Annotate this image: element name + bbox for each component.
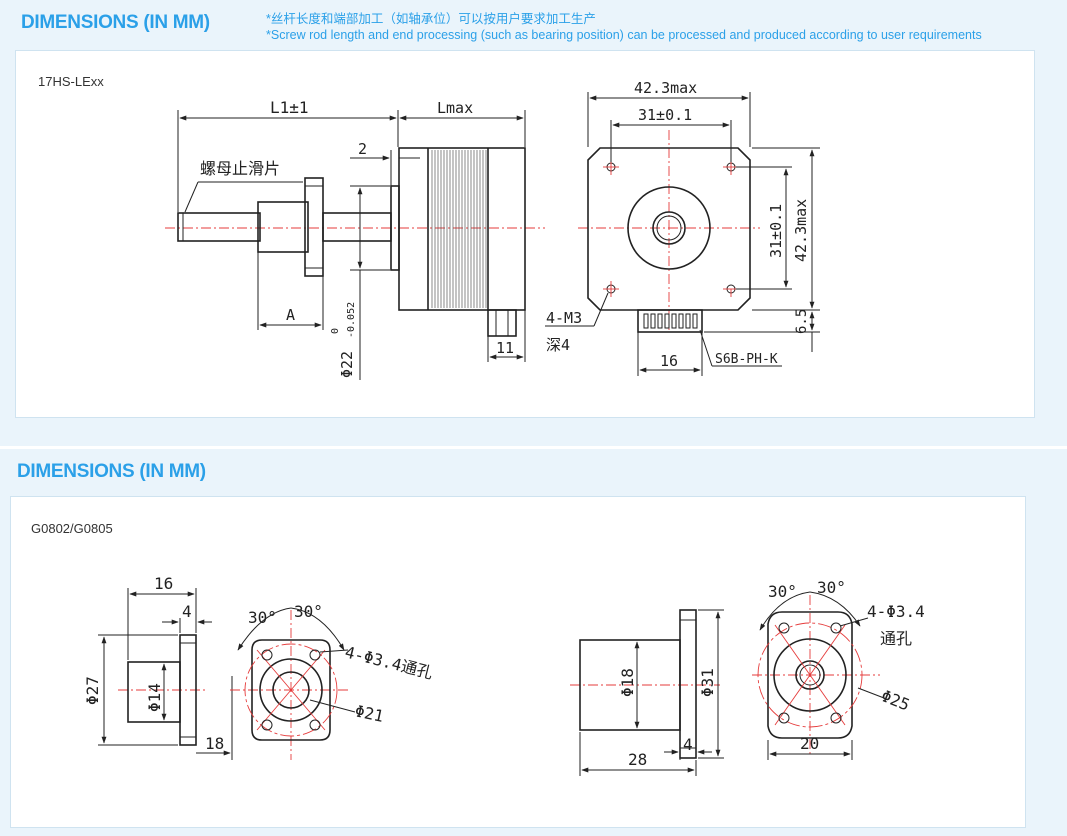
motor-front-view: 42.3max 31±0.1 31±0.1 42.3max 6.5 4-M3 深… xyxy=(545,79,820,376)
section-heading: DIMENSIONS (IN MM) xyxy=(21,12,210,33)
dim-hole-width: 31±0.1 xyxy=(638,106,692,124)
tol-lower: -0.052 xyxy=(346,302,357,338)
nut-b-front-view: 30° 30° 4-Φ3.4 通孔 Φ25 20 xyxy=(752,578,925,760)
angle-right: 30° xyxy=(817,578,846,597)
angle-left: 30° xyxy=(248,608,277,627)
dim-flange-4: 4 xyxy=(182,602,192,621)
motor-fins xyxy=(431,150,487,308)
label-mounting-holes: 4-Φ3.4通孔 xyxy=(343,642,435,682)
dim-flange-4: 4 xyxy=(683,735,693,754)
model-name: 17HS-LExx xyxy=(38,74,104,89)
dim-11: 11 xyxy=(496,339,514,357)
nut-b-side-view: Φ18 Φ31 28 4 xyxy=(570,609,724,776)
dim-connector-width: 16 xyxy=(660,352,678,370)
dim-width-20: 20 xyxy=(800,734,819,753)
dim-width-max: 42.3max xyxy=(634,79,697,97)
dim-18: 18 xyxy=(205,734,224,753)
nut-a-side-view: 16 4 Φ27 Φ14 18 xyxy=(83,574,233,760)
note-english: *Screw rod length and end processing (su… xyxy=(266,28,982,42)
note-chinese: *丝杆长度和端部加工（如轴承位）可以按用户要求加工生产 xyxy=(266,12,596,26)
dim-hole-height: 31±0.1 xyxy=(767,204,785,258)
dim-length-28: 28 xyxy=(628,750,647,769)
section-heading: DIMENSIONS (IN MM) xyxy=(17,461,206,482)
label-connector: S6B-PH-K xyxy=(715,352,778,367)
dim-connector-depth: 6.5 xyxy=(794,309,810,334)
label-mounting-holes: 4-Φ3.4 xyxy=(867,602,925,621)
dim-phi27: Φ27 xyxy=(83,676,102,705)
label-screw-holes: 4-M3 xyxy=(546,309,582,327)
dim-height-max: 42.3max xyxy=(792,199,810,262)
dim-phi14: Φ14 xyxy=(145,683,164,712)
angle-left: 30° xyxy=(768,582,797,601)
dim-l1: L1±1 xyxy=(270,98,309,117)
connector-pins xyxy=(643,313,698,329)
label-hole-depth: 深4 xyxy=(546,336,570,354)
dim-2: 2 xyxy=(358,140,367,158)
tol-upper: 0 xyxy=(330,328,341,334)
label-through-hole: 通孔 xyxy=(880,629,912,648)
dim-phi18: Φ18 xyxy=(618,668,637,697)
section-nut-dimensions: DIMENSIONS (IN MM) G0802/G0805 xyxy=(0,449,1067,836)
drawing-panel: G0802/G0805 xyxy=(10,496,1026,828)
label-nut-anti-slip: 螺母止滑片 xyxy=(200,159,280,178)
dim-length-16: 16 xyxy=(154,574,173,593)
model-name: G0802/G0805 xyxy=(31,521,113,536)
dim-phi22: Φ22 xyxy=(338,351,356,378)
angle-right: 30° xyxy=(294,602,323,621)
motor-side-view: L1±1 Lmax 2 螺母止滑片 A Φ22 0 -0.052 11 xyxy=(165,98,545,380)
dim-phi31: Φ31 xyxy=(698,668,717,697)
dim-phi25: Φ25 xyxy=(879,686,913,714)
dim-lmax: Lmax xyxy=(437,99,473,117)
nut-a-front-view: 30° 30° 4-Φ3.4通孔 Φ21 xyxy=(230,602,435,760)
dim-phi21: Φ21 xyxy=(353,701,385,726)
dim-a: A xyxy=(286,306,295,324)
